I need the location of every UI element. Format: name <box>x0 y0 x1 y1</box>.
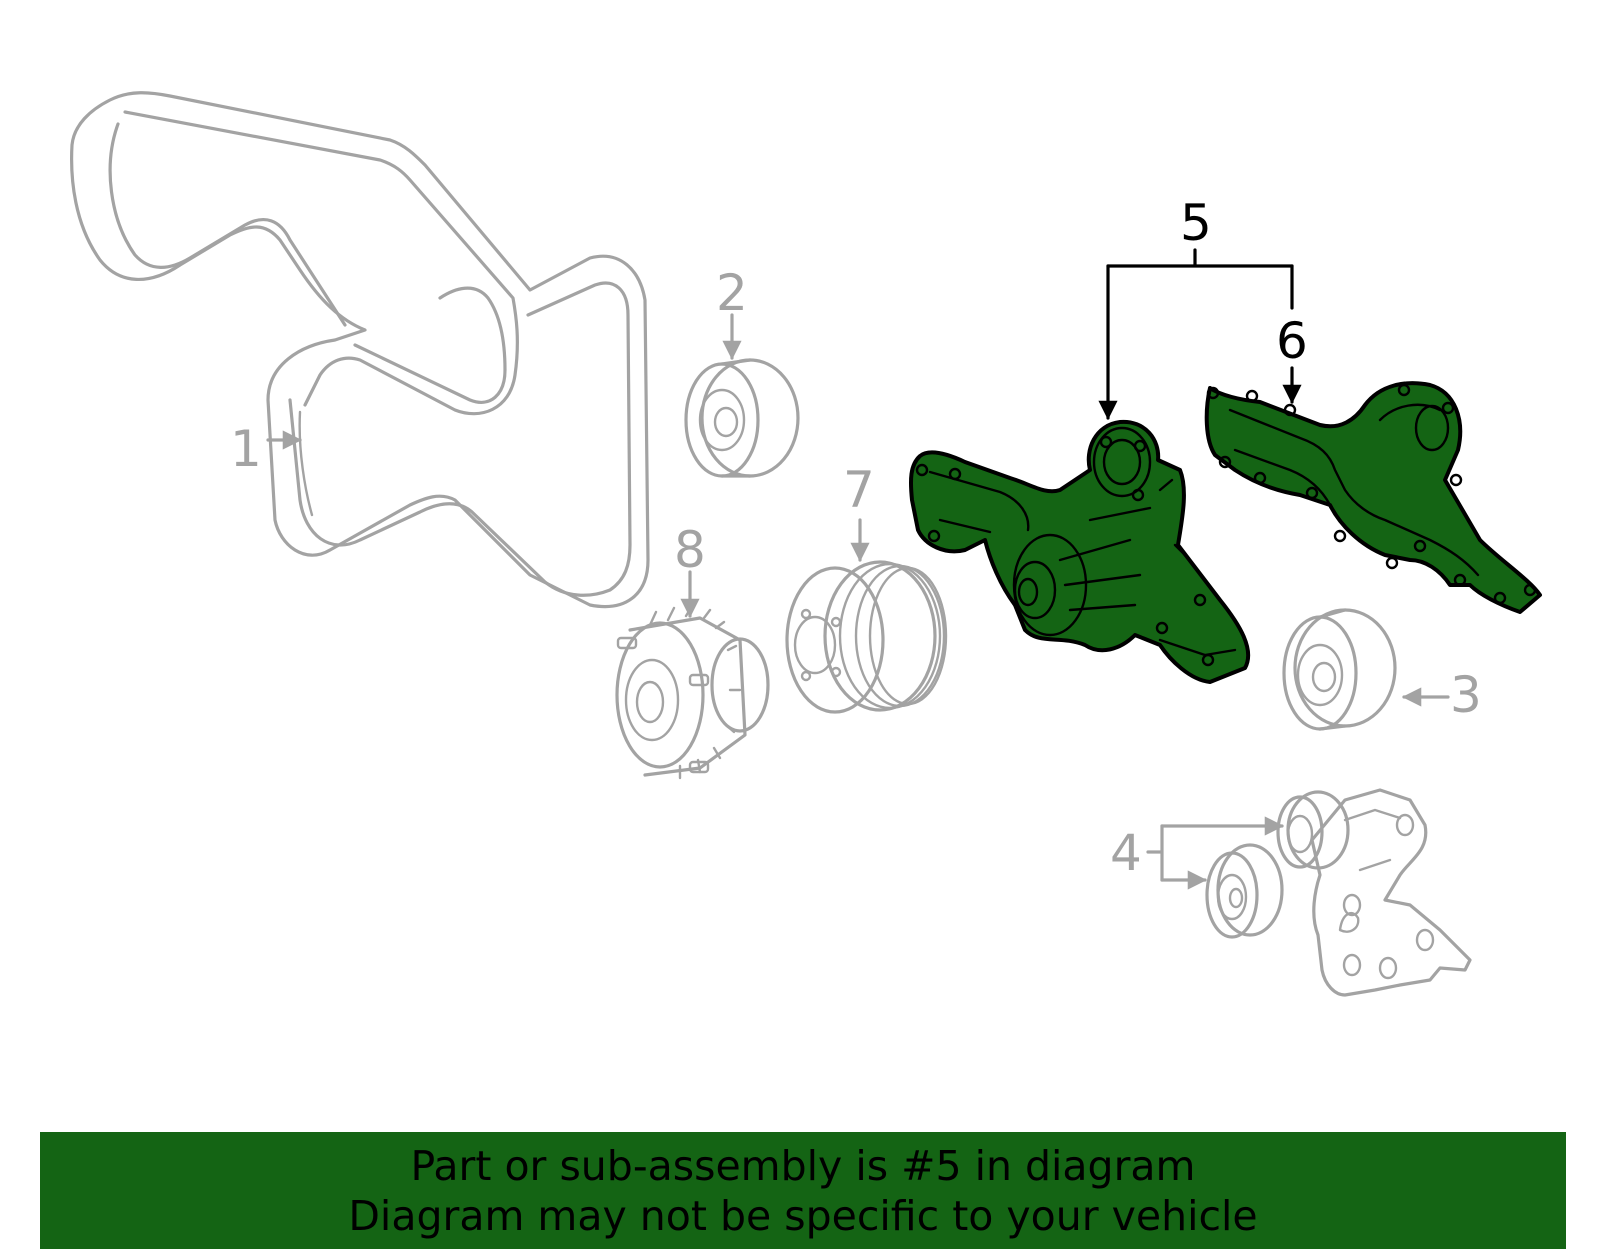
callout-7[interactable]: 7 <box>843 461 875 519</box>
idler-pulley-upper[interactable] <box>684 358 800 478</box>
callout-1[interactable]: 1 <box>230 420 262 478</box>
callout-2[interactable]: 2 <box>716 264 748 322</box>
leader-lines <box>266 248 1450 890</box>
callout-6[interactable]: 6 <box>1276 312 1308 370</box>
water-pump-gasket[interactable] <box>1204 381 1542 614</box>
fan-clutch[interactable] <box>615 604 770 780</box>
callout-5[interactable]: 5 <box>1180 194 1212 252</box>
water-pump-pulley[interactable] <box>785 560 948 714</box>
banner-line-disclaimer: Diagram may not be specific to your vehi… <box>348 1191 1258 1240</box>
callout-3[interactable]: 3 <box>1450 666 1482 724</box>
callout-4[interactable]: 4 <box>1110 824 1142 882</box>
idler-pulley-right[interactable] <box>1282 608 1397 731</box>
water-pump-assembly[interactable] <box>909 419 1251 684</box>
info-banner: Part or sub-assembly is #5 in diagram Di… <box>40 1132 1566 1249</box>
callout-8[interactable]: 8 <box>674 521 706 579</box>
banner-line-part: Part or sub-assembly is #5 in diagram <box>410 1141 1196 1190</box>
callouts: 1 2 7 8 3 4 5 6 <box>230 194 1482 882</box>
belt-tensioner[interactable] <box>1205 788 1472 997</box>
drive-belt[interactable] <box>70 91 650 608</box>
